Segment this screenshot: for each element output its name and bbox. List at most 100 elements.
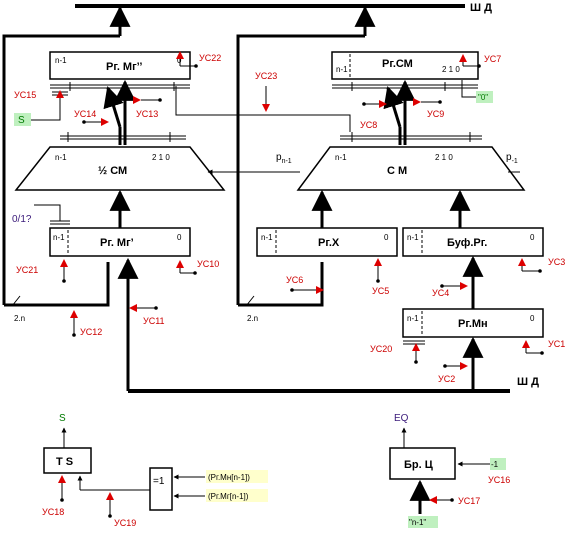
left-width-label: 2.n: [14, 314, 25, 323]
svg-text:n-1: n-1: [55, 153, 67, 162]
register-mn-title: Рг.Мн: [458, 318, 488, 330]
register-mg1-title: Рг. Мг’: [100, 237, 134, 249]
svg-text:n-1: n-1: [53, 233, 65, 242]
signal-us20[interactable]: УС20: [370, 343, 420, 364]
signal-us5[interactable]: УС5: [372, 258, 389, 296]
adder: n-1 2 1 0 С М: [296, 146, 526, 191]
xor-gate-title: =1: [153, 476, 165, 487]
svg-text:n-1: n-1: [407, 314, 419, 323]
svg-text:УС6: УС6: [286, 275, 303, 285]
svg-text:2 1 0: 2 1 0: [442, 65, 460, 74]
left-feedback-loop: [2, 34, 120, 305]
signal-us21[interactable]: УС21: [16, 259, 68, 283]
register-sm: n-1 2 1 0 Рг.СМ: [331, 51, 479, 80]
half-adder-title: ½ СМ: [98, 165, 127, 177]
counter-title: Бр. Ц: [404, 459, 433, 471]
svg-text:УС19: УС19: [114, 518, 136, 528]
register-x-title: Рг.Х: [318, 237, 340, 249]
xor-input-mg: (Рг.Мг[n-1]): [208, 492, 249, 501]
adder-title: С М: [387, 165, 407, 177]
svg-text:УС17: УС17: [458, 496, 480, 506]
signal-us18[interactable]: УС18: [42, 475, 66, 517]
svg-text:УС12: УС12: [80, 327, 102, 337]
svg-text:УС14: УС14: [74, 109, 96, 119]
signal-us23[interactable]: УС23: [255, 71, 277, 112]
signal-us14[interactable]: УС14: [74, 109, 109, 126]
svg-text:УС18: УС18: [42, 507, 64, 517]
svg-text:УС13: УС13: [136, 109, 158, 119]
svg-text:УС1: УС1: [548, 339, 565, 349]
signal-us11[interactable]: УС11: [129, 304, 165, 326]
svg-text:0: 0: [384, 233, 389, 242]
svg-text:0: 0: [530, 233, 535, 242]
svg-text:УС10: УС10: [197, 259, 219, 269]
svg-text:n-1: n-1: [55, 56, 67, 65]
svg-text:0: 0: [177, 233, 182, 242]
svg-text:УС8: УС8: [360, 120, 377, 130]
xor-input-mn: (Рг.Мн[n-1]): [208, 473, 250, 482]
counter: Бр. Ц: [389, 447, 456, 480]
svg-text:УС11: УС11: [143, 316, 165, 326]
svg-text:УС2: УС2: [438, 374, 455, 384]
svg-text:n-1: n-1: [407, 233, 419, 242]
signal-us17[interactable]: УС17: [429, 496, 480, 506]
carry-pn1: pn-1: [276, 152, 292, 165]
top-data-bus: Ш Д: [75, 2, 492, 14]
register-mn: n-1 0 Рг.Мн: [402, 308, 544, 338]
signal-us8[interactable]: УС8: [360, 100, 387, 130]
register-mg1: n-1 0 Рг. Мг’: [49, 227, 191, 257]
signal-us15[interactable]: УС15: [14, 90, 64, 105]
right-feedback-loop: [236, 34, 365, 305]
signal-us7[interactable]: УС7: [459, 54, 501, 68]
right-width-label: 2.n: [247, 314, 258, 323]
signal-us16-label[interactable]: УС16: [488, 475, 510, 485]
s-output-label: S: [59, 413, 66, 424]
svg-text:УС15: УС15: [14, 90, 36, 100]
zero-one-input: 0/1?: [12, 214, 32, 225]
svg-text:2 1 0: 2 1 0: [152, 153, 170, 162]
svg-text:УС9: УС9: [427, 109, 444, 119]
svg-text:УС5: УС5: [372, 286, 389, 296]
svg-text:n-1: n-1: [261, 233, 273, 242]
signal-us12[interactable]: УС12: [70, 310, 102, 337]
signal-us4[interactable]: УС4: [432, 282, 468, 298]
xor-gate: =1: [149, 467, 173, 511]
top-bus-label: Ш Д: [470, 2, 492, 14]
s-input-label: S: [18, 115, 25, 126]
buffer-register: n-1 0 Буф.Рг.: [402, 227, 544, 257]
half-adder: n-1 2 1 0 ½ СМ: [14, 146, 226, 191]
svg-text:УС23: УС23: [255, 71, 277, 81]
signal-us2[interactable]: УС2: [438, 362, 468, 384]
signal-us13[interactable]: УС13: [133, 96, 162, 119]
svg-text:2 1 0: 2 1 0: [435, 153, 453, 162]
signal-us10[interactable]: УС10: [176, 259, 219, 275]
minus-one-constant: -1: [491, 460, 499, 469]
svg-text:n-1: n-1: [336, 65, 348, 74]
buffer-register-title: Буф.Рг.: [447, 237, 487, 249]
register-mg2-title: Рг. Мг’’: [106, 61, 142, 73]
carry-pm1: p-1: [506, 152, 518, 165]
bottom-data-bus: Ш Д: [128, 376, 539, 393]
signal-us1[interactable]: УС1: [522, 339, 565, 355]
register-sm-title: Рг.СМ: [382, 58, 413, 70]
signal-us6[interactable]: УС6: [286, 275, 324, 294]
svg-text:УС3: УС3: [548, 257, 565, 267]
n-minus-one-constant: "n-1": [409, 518, 426, 527]
zero-constant: "0": [478, 93, 488, 102]
register-x: n-1 0 Рг.Х: [256, 227, 398, 257]
ts-trigger-title: T S: [56, 456, 73, 468]
svg-text:0: 0: [530, 314, 535, 323]
svg-text:n-1: n-1: [335, 153, 347, 162]
eq-output-label: EQ: [394, 413, 409, 424]
svg-text:УС20: УС20: [370, 344, 392, 354]
signal-us22[interactable]: УС22: [176, 51, 221, 68]
signal-us9[interactable]: УС9: [413, 98, 444, 119]
ts-trigger: T S: [43, 447, 92, 474]
svg-text:УС7: УС7: [484, 54, 501, 64]
svg-text:УС21: УС21: [16, 265, 38, 275]
register-mg2: n-1 0 Рг. Мг’’: [49, 51, 191, 80]
signal-us19[interactable]: УС19: [106, 492, 136, 528]
signal-us3[interactable]: УС3: [518, 257, 565, 273]
svg-text:УС22: УС22: [199, 53, 221, 63]
